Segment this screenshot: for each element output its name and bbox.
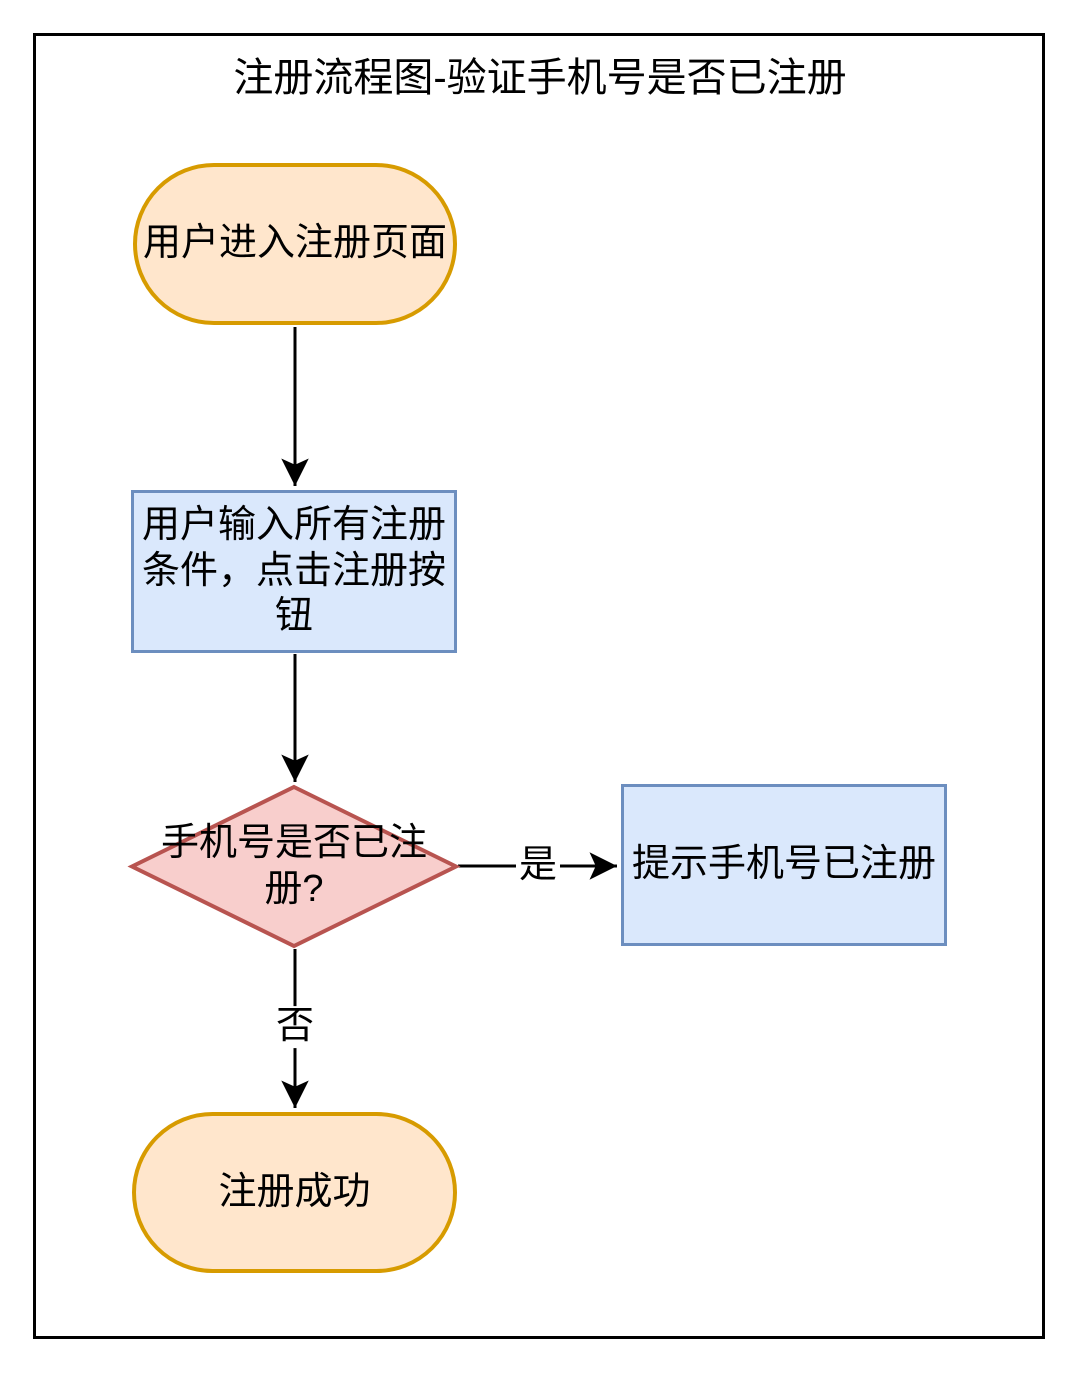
decision-diamond-shape <box>127 784 461 949</box>
node-check-decision: 手机号是否已注册? <box>127 784 461 949</box>
node-input-process: 用户输入所有注册条件，点击注册按钮 <box>131 490 457 653</box>
node-registered-label: 提示手机号已注册 <box>631 843 936 886</box>
node-start-label: 用户进入注册页面 <box>142 222 447 265</box>
diagram-title: 注册流程图-验证手机号是否已注册 <box>233 56 847 100</box>
edge-label-no: 否 <box>272 1005 318 1048</box>
node-input-label: 用户输入所有注册条件，点击注册按钮 <box>141 504 446 638</box>
node-success-label: 注册成功 <box>218 1170 371 1213</box>
node-start-terminator: 用户进入注册页面 <box>133 163 457 325</box>
edge-label-yes: 是 <box>515 844 561 887</box>
diagram-border <box>33 33 1045 1339</box>
node-check-label: 手机号是否已注册? <box>160 821 427 910</box>
node-success-terminator: 注册成功 <box>132 1112 457 1273</box>
node-registered-process: 提示手机号已注册 <box>621 784 947 946</box>
